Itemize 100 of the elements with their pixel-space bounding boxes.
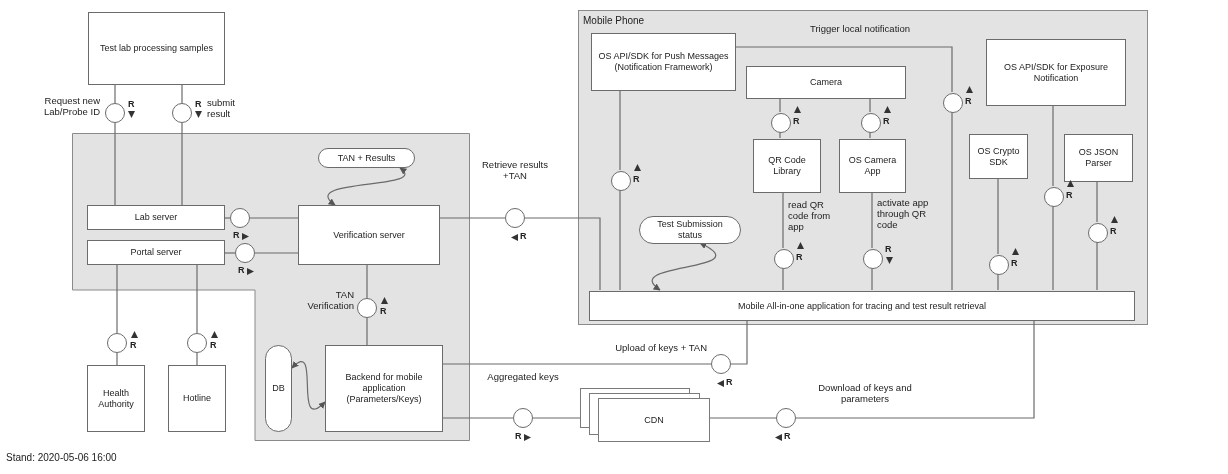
connector-line: [709, 417, 777, 419]
channel-label: Trigger local notification: [810, 24, 911, 35]
connector-line: [224, 252, 236, 254]
connector-line: [730, 319, 748, 365]
connector-line: [196, 264, 198, 334]
box-label: TAN + Results: [337, 152, 396, 164]
connector-line: [524, 217, 601, 291]
component-box: [298, 205, 440, 265]
connector-line: [1096, 180, 1098, 223]
connector-line: [366, 317, 368, 346]
box-label: OS API/SDK for Exposure Notification: [1002, 61, 1109, 84]
storage-pill: [265, 345, 292, 432]
connector-line: [442, 417, 514, 419]
box-label: DB: [272, 383, 285, 394]
request-marker: R: [128, 99, 135, 110]
connector-line: [1052, 104, 1054, 187]
connector-line: [619, 189, 621, 291]
box-label: OS API/SDK for Push Messages (Notification Framework): [597, 51, 730, 73]
component-box: [746, 66, 906, 99]
request-marker: R: [238, 265, 245, 276]
connector-line: [782, 267, 784, 291]
channel-label: Retrieve results +TAN: [481, 160, 549, 182]
box-label: Backend for mobile application (Parameters/Keys): [344, 372, 424, 405]
request-marker: R: [796, 252, 803, 263]
connector-line: [224, 217, 231, 219]
connector-line: [782, 191, 784, 249]
arrow: [327, 167, 407, 206]
connector-line: [951, 111, 953, 291]
box-label: Verification server: [333, 229, 405, 241]
connector-line: [532, 417, 581, 419]
connector-line: [181, 122, 183, 206]
connector-line: [116, 264, 118, 334]
request-marker: R: [784, 431, 791, 442]
connector-line: [196, 352, 198, 366]
channel-label: Request new Lab/Probe ID: [43, 96, 100, 118]
request-marker: R: [1066, 190, 1073, 201]
box-label: OS JSON Parser: [1077, 147, 1120, 169]
date-note: Stand: 2020-05-06 16:00: [6, 452, 117, 464]
connector-line: [997, 177, 999, 255]
channel-label: activate app through QR code: [877, 198, 930, 231]
component-box: [753, 139, 821, 193]
request-marker: R: [520, 231, 527, 242]
channel-label: Aggregated keys: [486, 372, 560, 383]
channel-label: submit result: [207, 98, 236, 120]
connector-line: [116, 352, 118, 366]
request-marker: R: [1110, 226, 1117, 237]
connector-line: [869, 131, 871, 139]
box-label: CDN: [644, 414, 664, 426]
box-label: OS Crypto SDK: [976, 145, 1021, 168]
box-label: QR Code Library: [767, 155, 807, 177]
connector-line: [795, 319, 1035, 419]
connector-line: [114, 122, 116, 206]
connector-line: [779, 131, 781, 139]
component-box: [87, 365, 145, 432]
request-marker: R: [233, 230, 240, 241]
request-marker: R: [885, 244, 892, 255]
request-marker: R: [793, 116, 800, 127]
component-box: [839, 139, 906, 193]
request-marker: R: [1011, 258, 1018, 269]
connector-line: [442, 363, 712, 365]
arrow: [652, 242, 717, 291]
component-box: [1064, 134, 1133, 182]
connector-line: [366, 264, 368, 299]
region-title: Mobile Phone: [583, 14, 645, 28]
request-marker: R: [130, 340, 137, 351]
connector-line: [871, 267, 873, 291]
connector-line: [181, 84, 183, 104]
connector-line: [779, 97, 781, 113]
channel-label: TAN Verification: [306, 290, 354, 312]
connector-line: [254, 252, 299, 254]
box-label: Test Submission status: [656, 219, 724, 241]
component-box: [969, 134, 1028, 179]
server-stack: [580, 388, 710, 442]
component-box: [589, 291, 1135, 321]
request-marker: R: [515, 431, 522, 442]
connector-line: [997, 273, 999, 291]
request-marker: R: [195, 99, 202, 110]
connector-line: [734, 46, 953, 93]
box-label: Portal server: [130, 247, 182, 258]
box-label: Camera: [810, 77, 842, 88]
connector-line: [869, 97, 871, 113]
box-label: Lab server: [134, 212, 178, 223]
connector-line: [249, 217, 299, 219]
channel-label: Download of keys and parameters: [817, 383, 913, 405]
request-marker: R: [633, 174, 640, 185]
box-label: OS Camera App: [847, 155, 898, 177]
system-region: [578, 10, 1148, 325]
connector-line: [619, 89, 621, 171]
request-marker: R: [210, 340, 217, 351]
connector-line: [439, 217, 506, 219]
component-box: [88, 12, 225, 85]
box-label: Mobile All-in-one application for tracing and test result retrieval: [737, 300, 987, 312]
storage-pill: [639, 216, 741, 244]
request-marker: R: [965, 96, 972, 107]
request-marker: R: [883, 116, 890, 127]
component-box: [986, 39, 1126, 106]
box-label: Test lab processing samples: [99, 43, 214, 54]
system-region: [72, 133, 470, 441]
channel-label: Upload of keys + TAN: [614, 343, 707, 354]
component-box: [87, 240, 225, 265]
